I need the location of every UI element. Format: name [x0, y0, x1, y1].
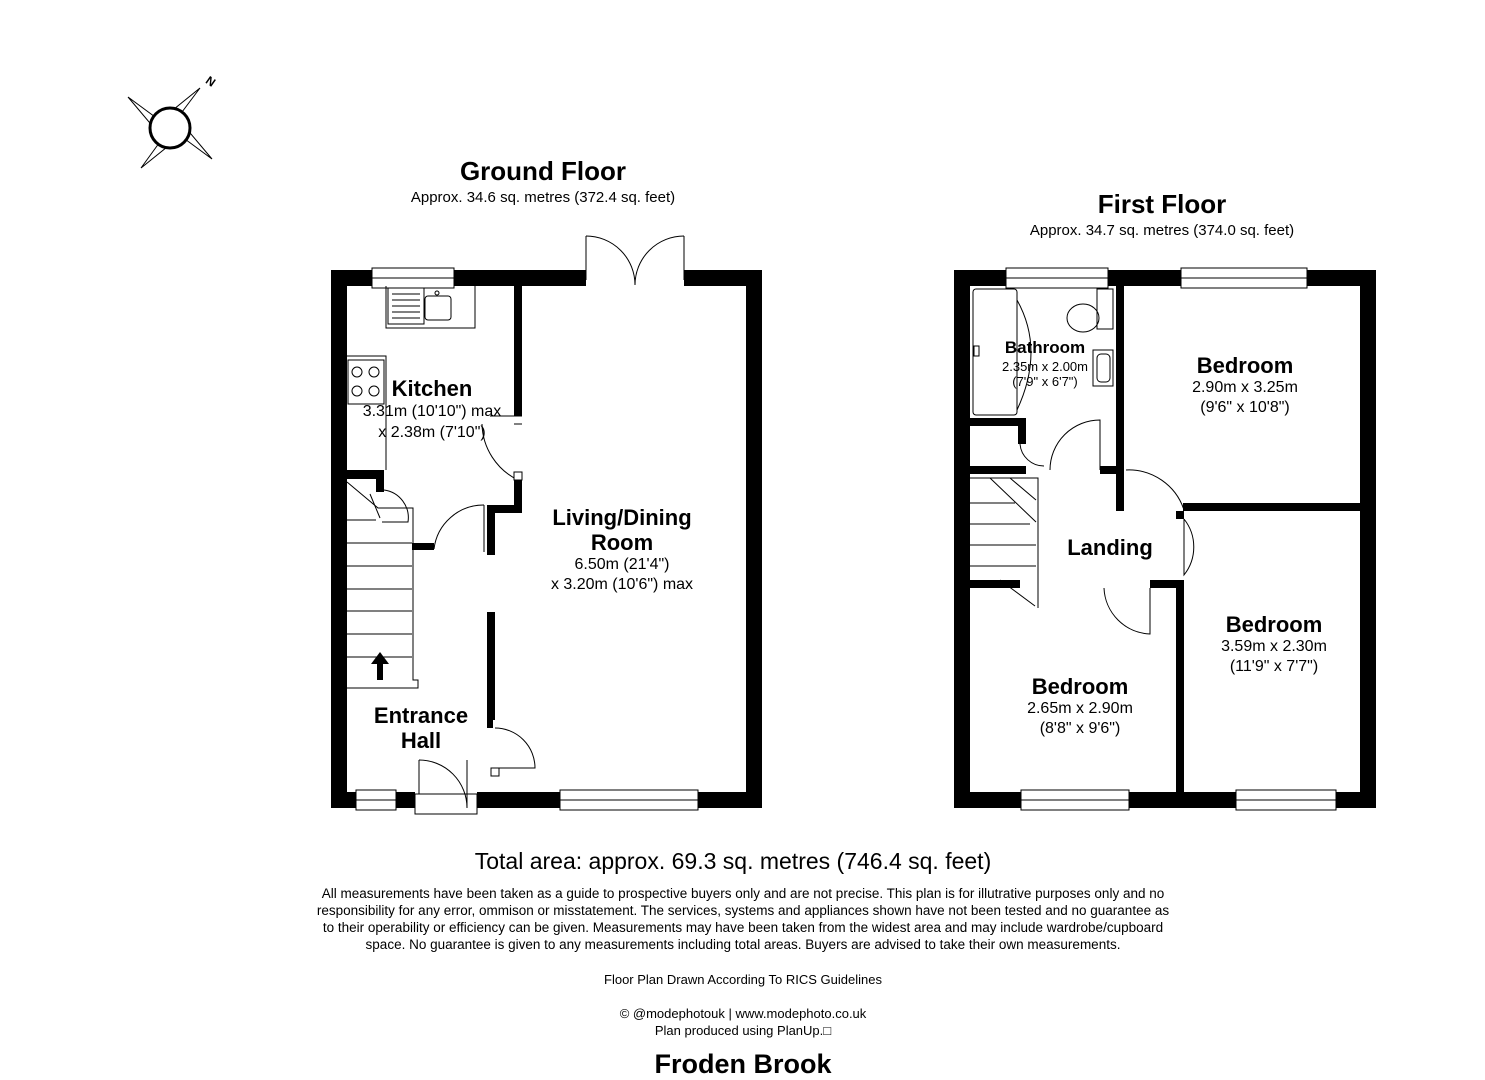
bedroom3-dim-2: (8'8" x 9'6") [1039, 720, 1121, 737]
ground-windows [355, 267, 699, 811]
first-fixtures [970, 288, 1195, 635]
kitchen-dim-2: x 2.38m (7'10") [378, 424, 486, 441]
property-name: Froden Brook [654, 1049, 832, 1079]
first-floor-area: Approx. 34.7 sq. metres (374.0 sq. feet) [1029, 222, 1295, 239]
living-label-1: Living/Dining [552, 505, 692, 530]
disclaimer-line: to their operability or efficiency can b… [322, 920, 1164, 935]
bedroom3-dim-1: 2.65m x 2.90m [1027, 700, 1133, 717]
first-windows [1005, 267, 1337, 811]
bedroom2-dim-2: (11'9" x 7'7") [1229, 658, 1319, 675]
bedroom3-label: Bedroom [1031, 674, 1129, 699]
hall-label-1: Entrance [373, 703, 469, 728]
living-label-2: Room [590, 530, 654, 555]
rics-note: Floor Plan Drawn According To RICS Guide… [604, 972, 882, 987]
bathroom-dim-1: 2.35m x 2.00m [1002, 359, 1088, 374]
bathroom-label: Bathroom [1004, 338, 1086, 357]
disclaimer-line: responsibility for any error, ommison or… [316, 903, 1170, 918]
bedroom2-dim-1: 3.59m x 2.30m [1221, 638, 1327, 655]
hall-label-2: Hall [400, 728, 442, 753]
compass-icon: N [127, 73, 218, 169]
ground-fixtures [346, 235, 685, 815]
disclaimer-line: All measurements have been taken as a gu… [321, 886, 1165, 901]
bedroom1-label: Bedroom [1196, 353, 1294, 378]
living-dim-2: x 3.20m (10'6") max [550, 576, 694, 593]
kitchen-dim-1: 3.31m (10'10") max [362, 403, 502, 420]
kitchen-label: Kitchen [391, 376, 473, 401]
stair-up-arrow-icon [371, 652, 389, 680]
bedroom2-label: Bedroom [1225, 612, 1323, 637]
first-floor-title: First Floor [1097, 189, 1227, 219]
total-area: Total area: approx. 69.3 sq. metres (746… [474, 848, 992, 874]
disclaimer-line: space. No guarantee is given to any meas… [365, 937, 1121, 952]
disclaimer: All measurements have been taken as a gu… [243, 885, 1243, 953]
bedroom1-dim-1: 2.90m x 3.25m [1192, 379, 1298, 396]
landing-label: Landing [1067, 535, 1153, 560]
bathroom-dim-2: (7'9" x 6'7") [1012, 374, 1078, 389]
bedroom1-dim-2: (9'6" x 10'8") [1200, 399, 1290, 416]
ground-floor-area: Approx. 34.6 sq. metres (372.4 sq. feet) [410, 189, 676, 206]
ground-floor-title: Ground Floor [459, 156, 627, 186]
produced-line: Plan produced using PlanUp.□ [654, 1023, 832, 1038]
living-dim-1: 6.50m (21'4") [574, 556, 670, 573]
credit-line: © @modephotouk | www.modephoto.co.uk [619, 1006, 867, 1021]
